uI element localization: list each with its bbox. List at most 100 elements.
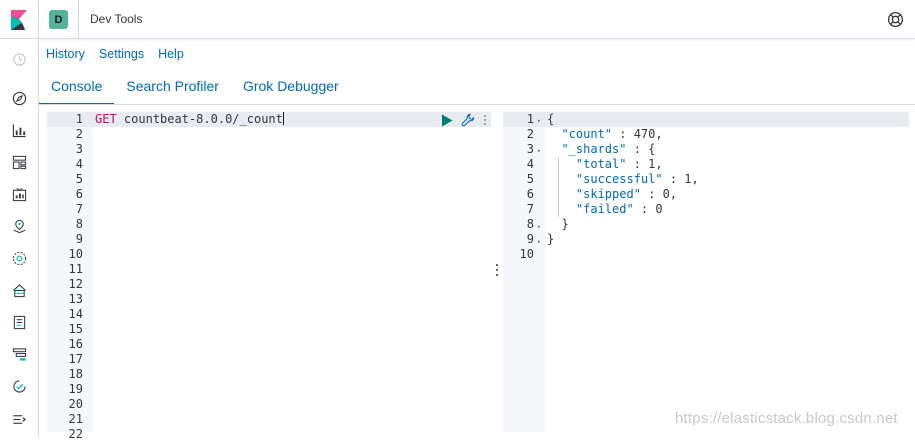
line-number: 15	[68, 322, 83, 336]
line-number: 5	[503, 172, 545, 187]
line-number: 17	[68, 352, 83, 366]
fold-toggle-icon[interactable]: ▾	[536, 117, 541, 125]
line-number: 2	[75, 127, 83, 141]
line-number: 8 ▴	[503, 217, 545, 232]
dashboard-icon[interactable]	[11, 154, 28, 171]
history-link[interactable]: History	[46, 47, 85, 61]
top-header: D Dev Tools	[0, 0, 915, 39]
response-line[interactable]: "count" : 470,	[561, 127, 663, 141]
send-request-play-icon[interactable]	[441, 114, 453, 127]
line-number-text: 2	[526, 127, 534, 141]
line-number: 7	[75, 202, 83, 216]
collapse-menu-icon[interactable]	[11, 411, 28, 428]
line-number-text: 5	[526, 172, 534, 186]
line-number-text: 9	[526, 232, 534, 246]
line-number: 18	[68, 367, 83, 381]
canvas-icon[interactable]	[11, 186, 28, 203]
discover-compass-icon[interactable]	[11, 90, 28, 107]
line-number: 13	[68, 292, 83, 306]
response-line[interactable]: "successful" : 1,	[575, 172, 699, 186]
kibana-logo-button[interactable]	[0, 0, 39, 39]
tabs-divider	[39, 104, 915, 105]
line-number: 8	[75, 217, 83, 231]
line-number: 3	[75, 142, 83, 156]
logs-icon[interactable]	[11, 314, 28, 331]
line-number: 22	[68, 427, 83, 441]
request-code[interactable]: GET countbeat-8.0.0/_count	[93, 112, 491, 432]
visualize-chart-icon[interactable]	[11, 122, 28, 139]
uptime-icon[interactable]	[11, 378, 28, 395]
watermark: https://elasticstack.blog.csdn.net	[675, 410, 898, 427]
apm-icon[interactable]	[11, 346, 28, 363]
kibana-logo-icon	[11, 9, 27, 30]
line-number-text: 8	[526, 217, 534, 231]
response-line[interactable]: }	[547, 232, 555, 246]
line-number: 5	[75, 172, 83, 186]
line-number: 20	[68, 397, 83, 411]
line-number: 21	[68, 412, 83, 426]
line-number: 11	[68, 262, 83, 276]
line-number: 6	[503, 187, 545, 202]
line-number: 6	[75, 187, 83, 201]
response-line[interactable]: "total" : 1,	[575, 157, 663, 171]
response-line[interactable]: "skipped" : 0,	[575, 187, 678, 201]
line-number: 3 ▾	[503, 142, 545, 157]
dev-tools-tabs: Console Search Profiler Grok Debugger	[39, 72, 351, 105]
line-number: 10	[503, 247, 545, 262]
maps-icon[interactable]	[11, 218, 28, 235]
fold-toggle-icon[interactable]: ▾	[536, 147, 541, 155]
resize-handle-icon[interactable]	[495, 263, 499, 277]
response-line[interactable]: "failed" : 0	[575, 202, 663, 216]
response-line[interactable]: "_shards" : {	[561, 142, 656, 156]
wrench-icon[interactable]	[461, 113, 475, 127]
ml-icon[interactable]	[11, 250, 28, 267]
line-number: 9	[75, 232, 83, 246]
line-number: 4	[75, 157, 83, 171]
line-number-text: 4	[526, 157, 534, 171]
response-line[interactable]: }	[547, 217, 569, 231]
line-number: 1 ▾	[503, 112, 545, 127]
line-number: 10	[68, 247, 83, 261]
response-line[interactable]: {	[547, 112, 555, 126]
line-number: 1	[47, 112, 93, 127]
active-line-highlight	[47, 112, 491, 127]
top-menu: History Settings Help	[46, 47, 184, 61]
request-path: countbeat-8.0.0/_count	[123, 112, 283, 126]
line-number: 9 ▴	[503, 232, 545, 247]
response-line[interactable]	[547, 247, 909, 262]
line-number-text: 7	[526, 202, 534, 216]
line-number-text: 10	[519, 247, 534, 261]
side-navigation	[0, 39, 39, 437]
infra-icon[interactable]	[11, 282, 28, 299]
tab-search-profiler[interactable]: Search Profiler	[126, 78, 219, 94]
request-method: GET	[95, 112, 117, 126]
header-divider	[78, 0, 79, 39]
line-number-text: 3	[526, 142, 534, 156]
indent-guide	[558, 157, 559, 217]
help-lifebuoy-icon[interactable]	[887, 11, 904, 28]
response-code[interactable]: { "count" : 470, "_shards" : { "total" :…	[545, 112, 909, 432]
more-vertical-icon[interactable]	[483, 114, 487, 126]
recent-clock-icon[interactable]	[11, 51, 28, 68]
fold-toggle-icon[interactable]: ▴	[536, 237, 541, 245]
tab-console[interactable]: Console	[39, 72, 115, 105]
settings-link[interactable]: Settings	[98, 47, 145, 61]
line-number: 12	[68, 277, 83, 291]
request-actions	[441, 113, 487, 127]
fold-toggle-icon[interactable]: ▴	[536, 222, 541, 230]
line-number: 14	[68, 307, 83, 321]
space-avatar[interactable]: D	[49, 10, 68, 29]
line-number-text: 6	[526, 187, 534, 201]
line-number: 19	[68, 382, 83, 396]
tab-grok-debugger[interactable]: Grok Debugger	[242, 78, 339, 94]
line-number: 2	[503, 127, 545, 142]
help-link[interactable]: Help	[158, 47, 184, 61]
line-number: 4	[503, 157, 545, 172]
line-number-text: 1	[526, 112, 534, 126]
request-line[interactable]: GET countbeat-8.0.0/_count	[95, 112, 491, 127]
